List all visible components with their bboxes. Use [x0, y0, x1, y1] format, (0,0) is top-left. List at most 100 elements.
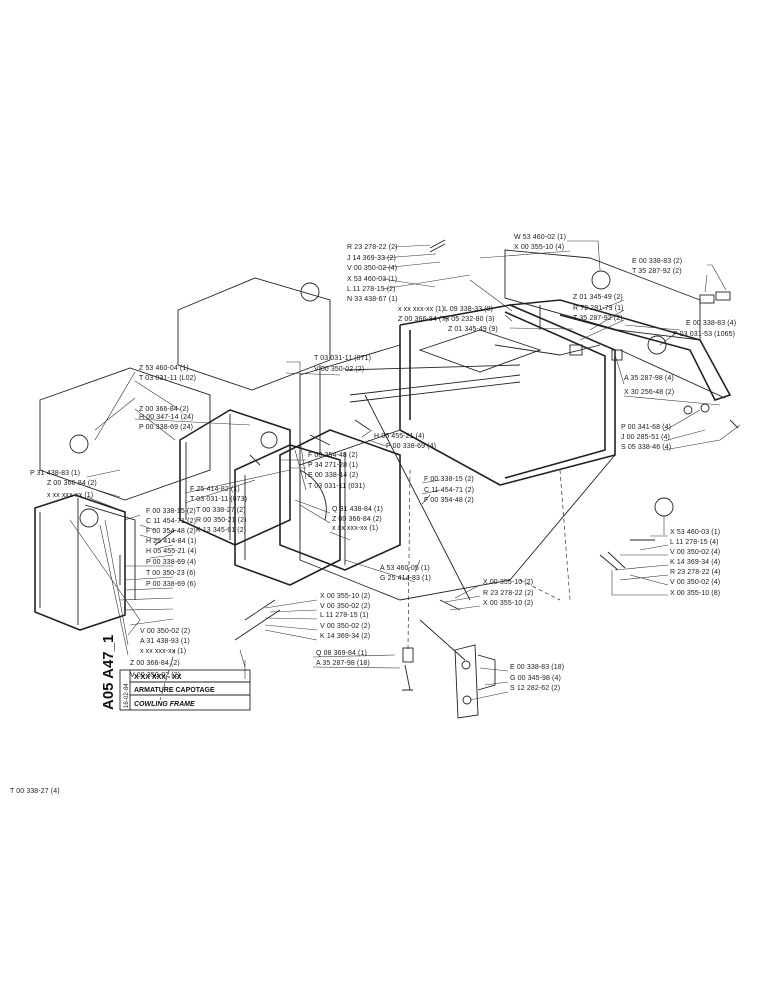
part-callout: Z 00 366-84 (7)	[398, 316, 448, 323]
part-callout: P 00 338-69 (24)	[139, 424, 193, 431]
part-callout: T 03 031-11 (071)	[314, 355, 371, 362]
part-callout: P 34 271-28 (1)	[308, 462, 358, 469]
part-callout: A 35 287-98 (4)	[624, 375, 674, 382]
part-callout: E 00 338-83 (4)	[686, 320, 736, 327]
part-callout: L 09 338-33 (8)	[444, 306, 493, 313]
part-callout: x xx xxx-xx (1)	[47, 492, 93, 499]
part-callout: H 05 455-21 (4)	[374, 433, 425, 440]
part-callout: Z 01 345-49 (9)	[448, 326, 498, 333]
part-callout: X 00 355-10 (2)	[483, 600, 533, 607]
part-callout: H 05 455-21 (4)	[146, 548, 197, 555]
part-callout: H 05 232-80 (3)	[444, 316, 495, 323]
part-callout: A 53 460-05 (1)	[380, 565, 430, 572]
part-callout: H 25 414-84 (1)	[146, 538, 197, 545]
part-callout: x xx xxx-xx (1)	[140, 648, 186, 655]
part-callout: F 00 354-48 (2)	[424, 497, 474, 504]
part-callout: A 31 438-93 (1)	[140, 638, 190, 645]
title-en: COWLING FRAME	[134, 701, 195, 708]
title-fr: ARMATURE CAPOTAGE	[134, 687, 215, 694]
part-callout: E 00 338-83 (18)	[510, 664, 564, 671]
part-callout: Z 00 366-84 (2)	[332, 516, 382, 523]
part-callout: L 11 278-15 (4)	[670, 539, 719, 546]
doc-number: A05 A47_1	[100, 635, 117, 710]
part-callout: T 03 031-11 (L02)	[139, 375, 196, 382]
part-callout: P 00 341-68 (4)	[621, 424, 671, 431]
part-callout: P 03 031-53 (1065)	[673, 331, 735, 338]
part-callout: x xx xxx-xx (1)	[398, 306, 444, 313]
part-callout: R 23 278-22 (4)	[670, 569, 721, 576]
part-callout: X 00 355-10 (8)	[670, 590, 720, 597]
part-callout: V 00 350-02 (2)	[320, 603, 370, 610]
left-side-panel	[39, 367, 211, 501]
part-callout: N 33 438-67 (1)	[347, 296, 398, 303]
part-callout: P 00 338-69 (4)	[146, 559, 196, 566]
part-callout: F 00 354-48 (2)	[146, 528, 196, 535]
part-callout: H 00 347-14 (24)	[139, 414, 194, 421]
doc-date: 16-02-84	[124, 683, 130, 708]
part-callout: R 23 278-22 (2)	[347, 244, 398, 251]
part-callout: F 00 338-15 (2)	[424, 476, 474, 483]
ref-number: X XX XXX - XX	[134, 674, 182, 681]
part-callout: L 11 278-15 (1)	[320, 612, 369, 619]
title-block: A05 A47_1 16-02-84 X XX XXX - XX ARMATUR…	[100, 635, 251, 711]
top-left-panel	[177, 277, 331, 391]
part-callout: K 14 369-34 (2)	[320, 633, 370, 640]
part-callout: C 11 454-71 (2)	[146, 518, 196, 525]
part-callout: J 14 369-33 (2)	[347, 255, 396, 262]
part-callout: F 25 414-82 (1)	[190, 486, 240, 493]
part-callout: V 00 350-02 (4)	[670, 549, 720, 556]
part-callout: X 30 256-48 (2)	[624, 389, 674, 396]
part-callout: P 00 338-69 (6)	[146, 581, 196, 588]
part-callout: T 35 287-92 (2)	[632, 268, 682, 275]
part-callout: Z 01 345-49 (2)	[573, 294, 623, 301]
part-callout: Q 31 438-84 (1)	[332, 506, 383, 513]
part-callout: V 00 350-02 (2)	[314, 366, 364, 373]
part-callout: Q 08 369-84 (1)	[316, 650, 367, 657]
part-callout: X 00 355-10 (2)	[483, 579, 533, 586]
main-frame	[299, 299, 732, 601]
part-callout: K 14 369-34 (4)	[670, 559, 720, 566]
part-callout: J 00 285-51 (4)	[621, 434, 670, 441]
callout-labels: R 23 278-22 (2) J 14 369-33 (2) V 00 350-0…	[10, 234, 736, 795]
part-callout: T 35 287-92 (2)	[573, 315, 623, 322]
part-callout: Z 53 460-04 (1)	[139, 365, 189, 372]
part-callout: T 00 338-27 (4)	[10, 788, 60, 795]
part-callout: P 00 338-69 (4)	[386, 443, 436, 450]
part-callout: T 00 338-27 (2)	[196, 507, 246, 514]
part-callout: V 00 350-02 (2)	[140, 628, 190, 635]
part-callout: X 53 460-03 (1)	[670, 529, 720, 536]
part-callout: G 25 414-83 (1)	[380, 575, 431, 582]
part-callout: Z 00 366-84 (2)	[47, 480, 97, 487]
part-callout: Z 00 366-84 (2)	[130, 660, 180, 667]
part-callout: X 00 355-10 (4)	[514, 244, 564, 251]
part-callout: T 00 350-23 (6)	[146, 570, 196, 577]
part-callout: R 23 278-22 (2)	[483, 590, 534, 597]
part-callout: X 00 355-10 (2)	[320, 593, 370, 600]
braces	[234, 374, 521, 661]
part-callout: V 00 350-02 (2)	[130, 672, 180, 679]
part-callout: R 72 281-79 (1)	[573, 305, 624, 312]
part-callout: A 35 287-98 (18)	[316, 660, 370, 667]
part-callout: T 03 031-11 (073)	[190, 496, 247, 503]
detail-balloons	[69, 270, 674, 535]
middle-frame	[179, 409, 401, 586]
part-callout: V 00 350-02 (4)	[670, 579, 720, 586]
part-callout: S 12 282-62 (2)	[510, 685, 560, 692]
part-callout: L 11 278-15 (2)	[347, 286, 396, 293]
part-callout: S 05 338-46 (4)	[621, 444, 671, 451]
hidden-lines	[159, 469, 571, 701]
part-callout: F 00 354-48 (2)	[308, 452, 358, 459]
leader-lines	[69, 240, 741, 701]
part-callout: E 00 338-83 (2)	[632, 258, 682, 265]
part-callout: E 00 338-14 (2)	[308, 472, 358, 479]
part-callout: T 03 031-11 (031)	[308, 483, 365, 490]
part-callout: R 00 350-21 (2)	[196, 517, 247, 524]
part-callout: x xx xxx-xx (1)	[332, 525, 378, 532]
part-callout: C 11 454-71 (2)	[424, 487, 474, 494]
part-callout: V 00 350-02 (4)	[347, 265, 397, 272]
front-door	[34, 494, 136, 631]
part-callout: P 31 438-83 (1)	[30, 470, 80, 477]
part-callout: K 13 345-61 (2)	[196, 527, 246, 534]
